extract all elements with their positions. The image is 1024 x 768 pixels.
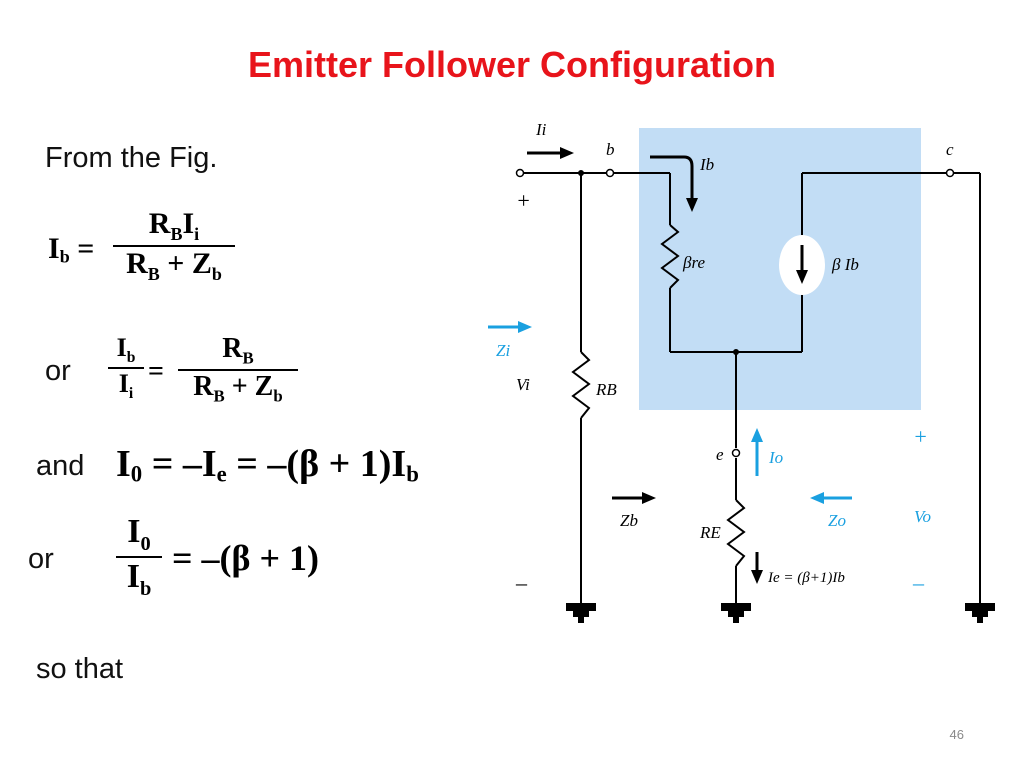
label-RE: RE <box>699 523 721 542</box>
or-text-2: or <box>28 543 54 575</box>
label-Zi: Zi <box>496 341 510 360</box>
label-RB: RB <box>595 380 617 399</box>
eq3: I0 = –Ie = –(β + 1)Ib <box>116 443 419 487</box>
label-c: c <box>946 140 954 159</box>
eq2-right-fraction: RB RB + Zb <box>178 333 298 406</box>
label-minus-in: – <box>515 570 528 595</box>
label-b: b <box>606 140 615 159</box>
terminal-c <box>945 168 955 178</box>
eq4-fraction: I0 Ib <box>116 513 162 601</box>
label-beta-Ib: β Ib <box>831 255 859 274</box>
ground-symbols <box>566 603 995 623</box>
label-plus-in: + <box>516 188 531 213</box>
label-Zb: Zb <box>620 511 638 530</box>
label-minus-out: – <box>912 570 925 595</box>
rb-resistor <box>571 351 591 419</box>
label-Zo: Zo <box>828 511 846 530</box>
terminal-e <box>731 448 741 458</box>
label-Ie-expr: Ie = (β+1)Ib <box>767 570 845 586</box>
eq2-equals: = <box>148 356 164 387</box>
terminal-b <box>605 168 615 178</box>
label-Vi: Vi <box>516 375 530 394</box>
label-Ib: Ib <box>699 155 714 174</box>
label-beta-re: βre <box>682 253 705 272</box>
label-Ii: Ii <box>535 120 547 139</box>
eq4-rhs: = –(β + 1) <box>172 538 319 578</box>
from-fig-text: From the Fig. <box>45 142 218 174</box>
so-that-text: so that <box>36 653 124 685</box>
and-text: and <box>36 450 85 482</box>
slide-title: Emitter Follower Configuration <box>248 44 776 85</box>
label-Vo: Vo <box>914 507 931 526</box>
page-number: 46 <box>949 727 964 742</box>
eq1-lhs: Ib = <box>48 232 95 267</box>
label-e: e <box>716 445 724 464</box>
label-plus-out: + <box>913 424 928 449</box>
eq2-left-fraction: Ib Ii <box>108 333 144 403</box>
re-resistor <box>726 499 746 567</box>
beta-re-resistor <box>660 224 680 289</box>
or-text-1: or <box>45 355 71 387</box>
terminal-input <box>515 168 525 178</box>
label-Io: Io <box>768 448 783 467</box>
eq1-fraction: RBIi RB + Zb <box>113 207 235 285</box>
